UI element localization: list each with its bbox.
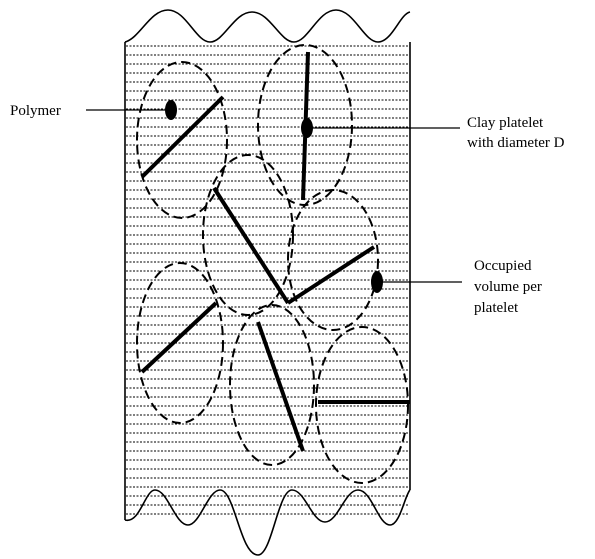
bottom-wavy-boundary	[125, 490, 410, 555]
occupied-volume-ellipse-4	[288, 190, 378, 330]
clay-platelet-6	[258, 322, 303, 451]
polymer-marker-dot	[165, 100, 177, 120]
occupied-volume-label-line1: Occupied	[474, 258, 532, 274]
occupied-volume-label-line2: volume per	[474, 279, 542, 295]
clay-platelet-4	[288, 247, 374, 303]
clay-platelet-label-line2: with diameter D	[467, 135, 565, 151]
clay-platelet-5	[142, 303, 216, 372]
polymer-label: Polymer	[10, 103, 61, 119]
top-wavy-boundary	[125, 10, 410, 42]
clay-platelet-3	[214, 188, 288, 303]
clay-platelets	[142, 52, 410, 451]
clay-platelet-label-line1: Clay platelet	[467, 115, 544, 131]
occupied-volume-ellipses	[137, 45, 408, 483]
occupied-volume-label-line3: platelet	[474, 300, 519, 316]
